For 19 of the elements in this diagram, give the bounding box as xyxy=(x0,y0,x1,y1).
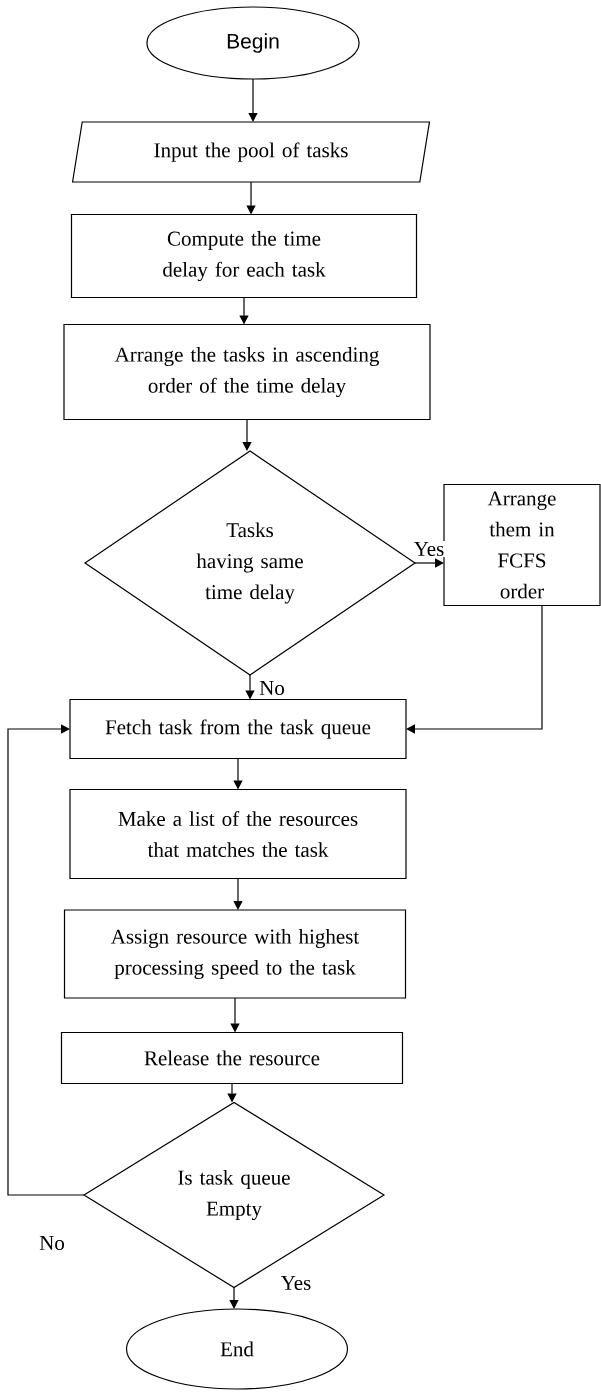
process-box: Fetch task from the task queue xyxy=(69,698,407,760)
arrow xyxy=(406,604,543,734)
process-box: Arrange them in FCFS order xyxy=(443,483,601,607)
process-box: Arrange the tasks in ascending order of the time delay xyxy=(63,323,431,421)
arrow xyxy=(233,877,243,910)
arrow xyxy=(7,724,85,1196)
process-box: Make a list of the resources that matches the task xyxy=(69,788,407,880)
process-box: Assign resource with highest processing speed to the task xyxy=(63,909,407,999)
process-box: Release the resource xyxy=(60,1031,404,1085)
edge-label: No xyxy=(38,1235,66,1251)
arrow xyxy=(248,78,258,122)
process-box: Compute the time delay for each task xyxy=(70,213,418,299)
edge-label: Yes xyxy=(412,541,446,557)
arrow xyxy=(242,418,252,451)
input-parallelogram: Input the pool of tasks xyxy=(71,121,431,183)
edge-label: No xyxy=(258,680,286,696)
arrow xyxy=(229,1286,239,1309)
edge-label: Yes xyxy=(279,1275,313,1291)
arrow xyxy=(414,558,444,568)
